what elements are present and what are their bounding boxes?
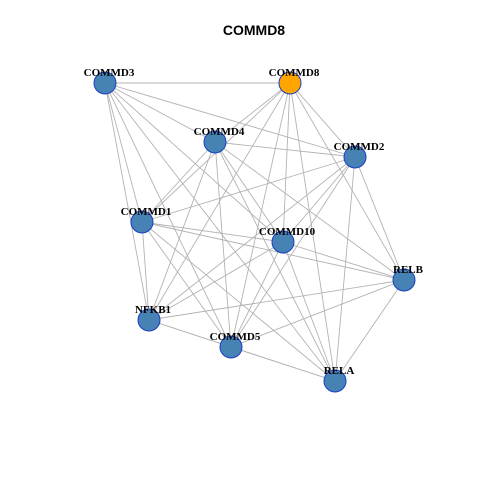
edge-commd4-commd10 xyxy=(214,141,284,243)
edge-commd3-commd2 xyxy=(104,82,356,158)
edge-commd3-rela xyxy=(104,82,336,382)
edge-commd10-relb xyxy=(282,241,405,281)
diagram-title: COMMD8 xyxy=(223,22,285,38)
edge-commd4-commd2 xyxy=(214,141,356,158)
edge-commd10-commd5 xyxy=(230,241,284,348)
edge-commd4-commd1 xyxy=(141,141,216,223)
node-commd3 xyxy=(93,71,117,95)
node-label-nfkb1: NFKB1 xyxy=(135,304,171,316)
node-layer xyxy=(93,71,416,393)
node-rela xyxy=(323,369,347,393)
edge-commd8-commd10 xyxy=(282,82,291,243)
node-nfkb1 xyxy=(137,308,161,332)
node-relb xyxy=(392,268,416,292)
edge-commd4-commd5 xyxy=(214,141,232,348)
edge-commd3-commd10 xyxy=(104,82,284,243)
edge-commd2-nfkb1 xyxy=(148,156,356,321)
edge-commd8-commd2 xyxy=(289,82,356,158)
edge-commd8-commd4 xyxy=(214,82,291,143)
edge-commd8-relb xyxy=(289,82,405,281)
edge-relb-rela xyxy=(334,279,405,382)
node-commd1 xyxy=(130,210,154,234)
edge-commd3-commd4 xyxy=(104,82,216,143)
edge-commd10-rela xyxy=(282,241,336,382)
node-label-relb: RELB xyxy=(393,264,424,276)
edge-commd1-commd5 xyxy=(141,221,232,348)
edge-relb-nfkb1 xyxy=(148,279,405,321)
edge-commd3-commd5 xyxy=(104,82,232,348)
edge-commd1-commd10 xyxy=(141,221,284,243)
edge-commd8-rela xyxy=(289,82,336,382)
edge-relb-commd5 xyxy=(230,279,405,348)
node-label-rela: RELA xyxy=(324,365,355,377)
edge-commd1-rela xyxy=(141,221,336,382)
edge-commd1-nfkb1 xyxy=(141,221,150,321)
node-commd8 xyxy=(278,71,302,95)
node-label-commd4: COMMD4 xyxy=(194,126,245,138)
edge-commd3-nfkb1 xyxy=(104,82,150,321)
node-label-commd5: COMMD5 xyxy=(210,331,261,343)
node-commd5 xyxy=(219,335,243,359)
label-layer: COMMD3 COMMD8COMMD4COMMD2COMMD1COMMD10REL… xyxy=(84,67,424,377)
edge-layer xyxy=(104,82,405,382)
edge-commd10-nfkb1 xyxy=(148,241,284,321)
edge-commd4-rela xyxy=(214,141,336,382)
node-commd2 xyxy=(343,145,367,169)
edge-commd2-commd1 xyxy=(141,156,356,223)
node-commd10 xyxy=(271,230,295,254)
edge-commd1-relb xyxy=(141,221,405,281)
node-label-commd10: COMMD10 xyxy=(259,226,316,238)
node-label-commd8: COMMD8 xyxy=(269,67,320,79)
edge-commd2-relb xyxy=(354,156,405,281)
edge-commd3-commd1 xyxy=(104,82,143,223)
edge-commd2-rela xyxy=(334,156,356,382)
edge-commd2-commd5 xyxy=(230,156,356,348)
node-label-commd3: COMMD3 xyxy=(84,67,135,79)
node-label-commd2: COMMD2 xyxy=(334,141,385,153)
node-commd4 xyxy=(203,130,227,154)
node-label-commd1: COMMD1 xyxy=(121,206,172,218)
edge-commd5-rela xyxy=(230,346,336,382)
edge-commd2-commd10 xyxy=(282,156,356,243)
